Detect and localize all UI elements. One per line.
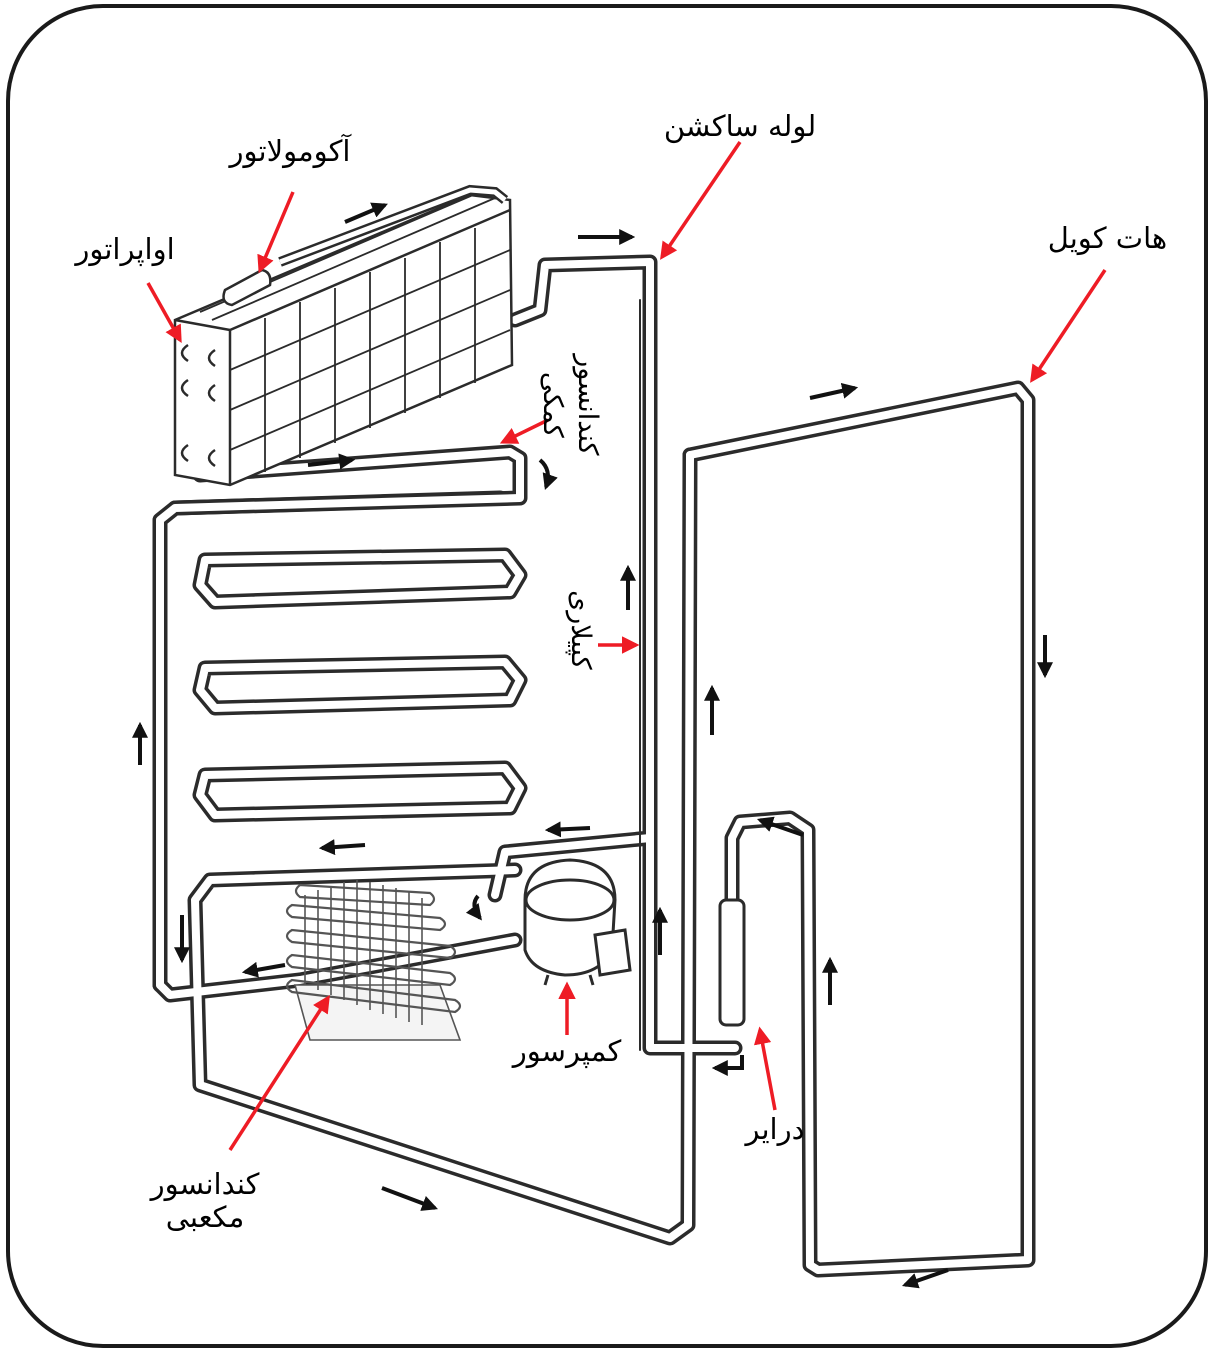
capillary-label: کپیلاری: [564, 590, 596, 670]
hot-coil-label: هات کویل: [1047, 221, 1168, 255]
flow-arrow: [241, 961, 286, 978]
aux-condenser-pointer: [499, 418, 549, 444]
flow-arrow: [307, 453, 356, 470]
dryer-cylinder: [718, 898, 746, 1027]
flow-arrow: [544, 821, 591, 838]
cube-condenser-label: کندانسور مکعبی: [120, 1167, 290, 1235]
flow-arrow: [381, 1186, 438, 1211]
evaporator-pointer: [146, 282, 182, 344]
aux-condenser-label-line2: کمکی: [536, 371, 568, 438]
cube-condenser-pointer: [228, 995, 330, 1151]
accumulator-label: آکومولاتور: [229, 134, 351, 168]
flow-arrow: [344, 202, 388, 224]
compressor-label: کمپرسور: [512, 1034, 622, 1068]
accumulator-pointer: [257, 191, 295, 274]
flow-arrows: [132, 202, 1053, 1289]
pointer-arrows: [146, 141, 1107, 1151]
suction-line-pointer: [660, 141, 742, 260]
evaporator-label: اواپراتور: [75, 232, 175, 266]
aux-condenser-label-line1: کندانسور: [571, 354, 603, 456]
flow-arrow: [711, 1055, 744, 1076]
cube-condenser-label-line2: مکعبی: [165, 1200, 245, 1235]
suction-line-label: لوله ساکشن: [663, 109, 817, 143]
flow-arrow: [538, 458, 558, 491]
flow-arrow: [809, 382, 859, 400]
compressor-unit: [523, 858, 632, 986]
flow-arrow: [318, 839, 366, 856]
cube-condenser-label-line1: کندانسور: [150, 1167, 260, 1201]
hot-coil-pointer: [1030, 269, 1107, 383]
dryer-label: درایر: [745, 1112, 805, 1146]
cube-condenser-unit: [285, 880, 462, 1041]
flow-arrow: [756, 816, 804, 837]
dryer-pointer: [753, 1026, 777, 1111]
evaporator-unit: [173, 184, 514, 487]
aux-condenser-label: کندانسور کمکی: [532, 345, 642, 465]
outer-frame: [6, 4, 1208, 1348]
flow-arrow: [901, 1268, 949, 1289]
pipework: [152, 254, 1036, 1278]
flow-arrow: [465, 894, 482, 921]
